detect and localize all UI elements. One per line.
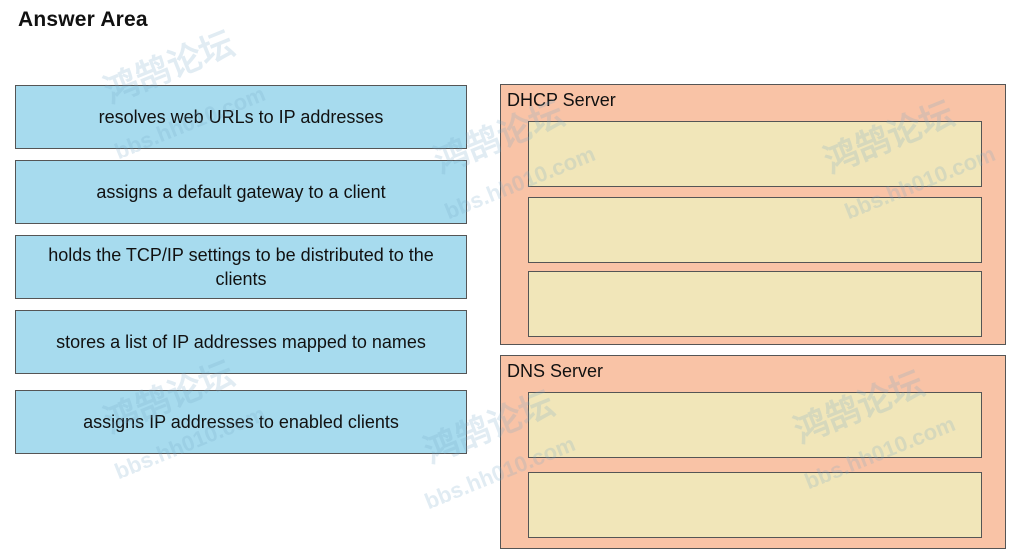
answer-option-assigns-ip[interactable]: assigns IP addresses to enabled clients: [15, 390, 467, 454]
dhcp-drop-slot-2[interactable]: [528, 197, 982, 263]
answer-option-resolves-urls[interactable]: resolves web URLs to IP addresses: [15, 85, 467, 149]
dns-server-label: DNS Server: [507, 361, 604, 381]
answer-option-label: assigns a default gateway to a client: [96, 182, 386, 202]
answer-option-label: assigns IP addresses to enabled clients: [83, 412, 399, 432]
dns-server-panel: DNS Server: [500, 355, 1006, 549]
answer-option-stores-mapping[interactable]: stores a list of IP addresses mapped to …: [15, 310, 467, 374]
dns-drop-slot-2[interactable]: [528, 472, 982, 538]
answer-option-default-gateway[interactable]: assigns a default gateway to a client: [15, 160, 467, 224]
dhcp-drop-slot-1[interactable]: [528, 121, 982, 187]
answer-option-holds-settings[interactable]: holds the TCP/IP settings to be distribu…: [15, 235, 467, 299]
answer-option-label: holds the TCP/IP settings to be distribu…: [48, 245, 434, 289]
answer-option-label: resolves web URLs to IP addresses: [98, 107, 384, 127]
dns-drop-slot-1[interactable]: [528, 392, 982, 458]
dhcp-server-label: DHCP Server: [507, 90, 616, 110]
answer-option-label: stores a list of IP addresses mapped to …: [56, 332, 426, 352]
page-title: Answer Area: [18, 8, 148, 31]
dhcp-server-panel: DHCP Server: [500, 84, 1006, 345]
dhcp-drop-slot-3[interactable]: [528, 271, 982, 337]
